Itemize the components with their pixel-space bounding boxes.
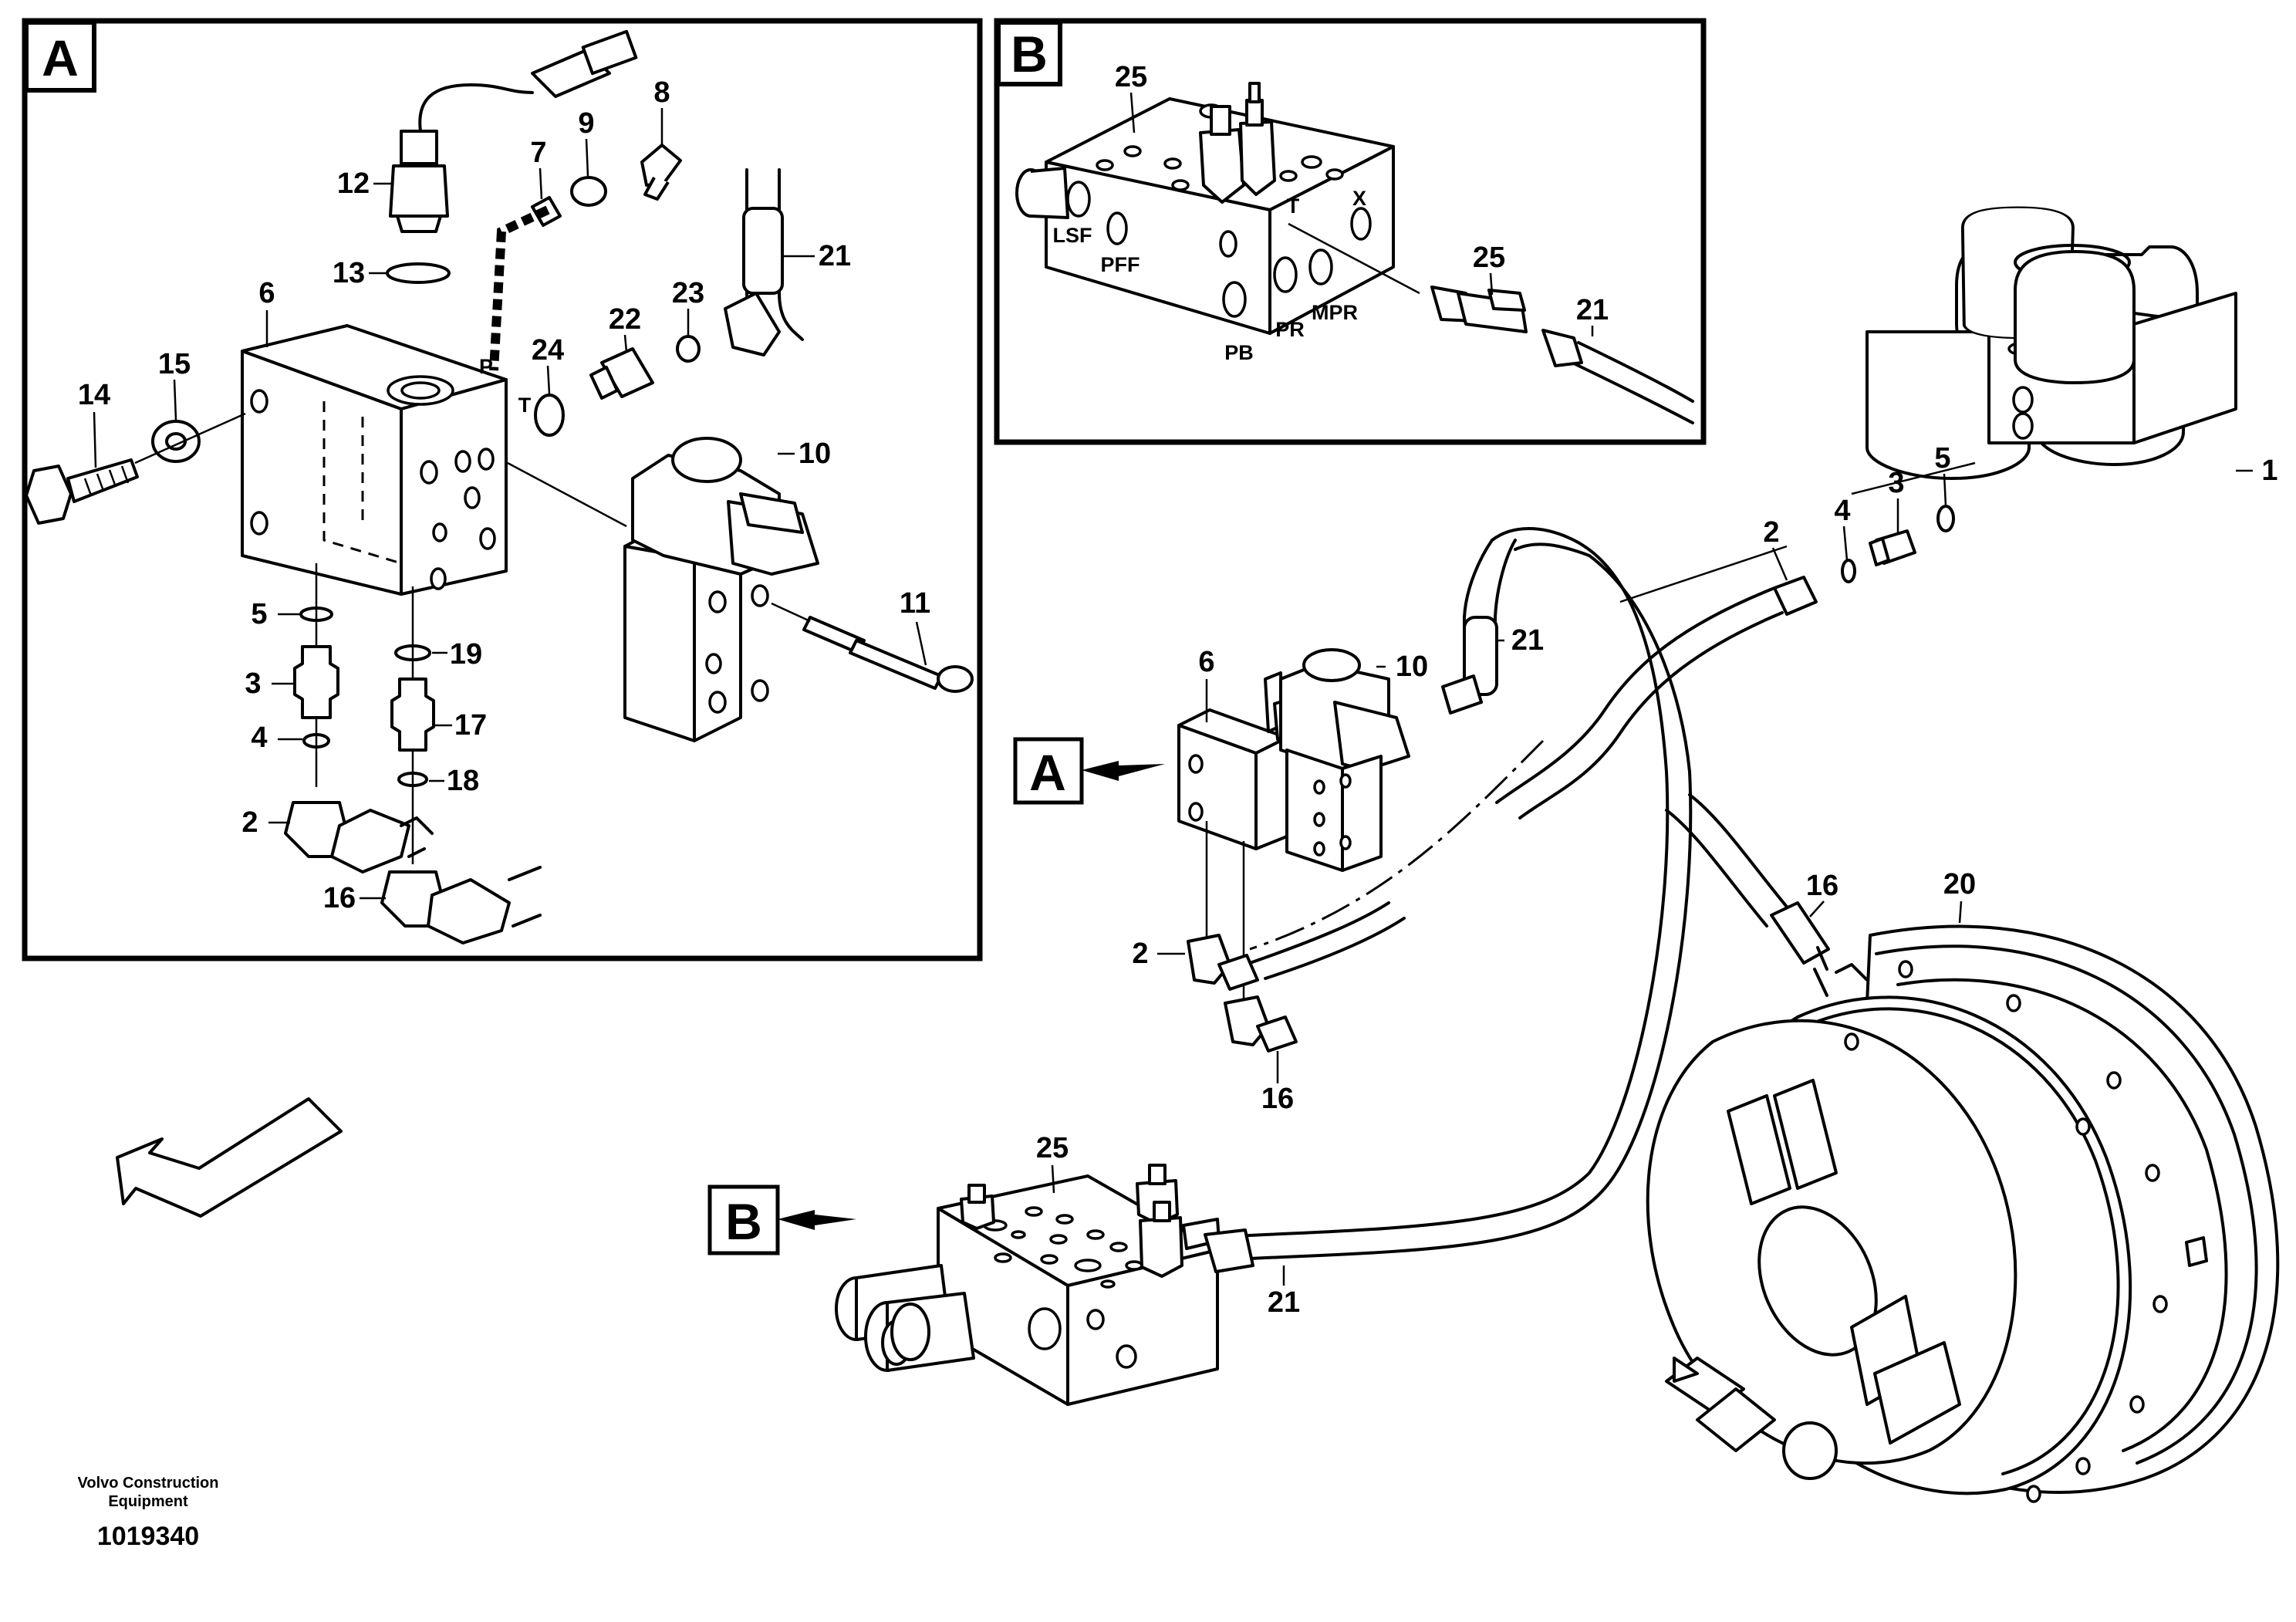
inset-b: B [994,18,1707,445]
callout-main-16-right: 16 [1806,870,1838,902]
o-ring-13 [386,262,451,284]
tee-25 [1430,286,1528,333]
port-b-pr: PR [1275,318,1305,341]
solenoid-10-main [1279,648,1410,872]
callout-a-23: 23 [672,277,704,309]
adapter-17 [390,678,435,752]
callout-a-8: 8 [653,76,670,109]
callout-a-5: 5 [251,598,267,630]
port-b-mpr: MPR [1312,301,1358,324]
company-name-line2: Equipment [108,1493,188,1510]
port-b-lsf: LSF [1053,224,1092,247]
callout-a-6: 6 [258,277,275,309]
o-ring-4-main [1841,559,1856,583]
callout-b-25-tee: 25 [1473,242,1505,274]
hose-21-b [1541,329,1694,424]
hose-21-main-b [1204,1228,1254,1273]
inset-a: A [22,18,983,961]
callout-b-25-block: 25 [1115,61,1147,93]
callout-a-3: 3 [245,667,261,700]
callout-main-20: 20 [1943,868,1976,901]
callout-a-21: 21 [819,240,851,272]
callout-main-25: 25 [1036,1132,1069,1164]
callout-a-17: 17 [454,709,487,742]
valve-block-6-main [1177,671,1292,850]
valve-block-25-detail [1015,82,1395,335]
callout-main-4: 4 [1834,495,1850,527]
fitting-5 [1936,505,1955,532]
ref-b-label: B [725,1193,762,1250]
main-assembly: A B [707,206,2280,1503]
ref-box-b: B [707,1184,856,1255]
ref-a-label: A [1029,744,1066,801]
hose-21-a [724,168,804,357]
callout-a-7: 7 [530,137,546,169]
callout-a-10: 10 [799,438,831,470]
callout-main-10: 10 [1396,650,1428,683]
fitting-16-main-right [1770,901,1830,971]
adapter-3-main [1869,529,1916,566]
callout-a-13: 13 [333,257,365,289]
callout-a-19: 19 [450,638,482,671]
inset-a-label: A [42,29,79,86]
callout-a-11: 11 [900,587,930,620]
port-b-t: T [1287,194,1300,218]
elbow-2-main-lower [1187,934,1259,991]
callout-main-6: 6 [1198,646,1214,678]
direction-arrow-icon [116,1097,343,1218]
callout-a-24: 24 [532,334,564,367]
hose-21-main-end [1441,616,1498,715]
callout-a-15: 15 [158,348,191,380]
port-a-t: T [518,394,532,417]
valve-block-6 [241,324,508,596]
hydraulic-motor-20 [1646,924,2280,1503]
callout-a-4: 4 [251,721,267,754]
callout-main-21-bottom: 21 [1268,1286,1300,1319]
port-b-pff: PFF [1101,253,1140,276]
callout-main-16-lower: 16 [1261,1083,1294,1115]
callout-main-2-lower: 2 [1132,938,1148,970]
accumulator-1 [1866,206,2237,480]
adapter-22 [589,347,654,400]
screw-11 [802,616,974,693]
elbow-16 [380,866,542,944]
port-b-x: X [1352,187,1366,210]
port-a-p: P [479,355,493,378]
elbow-16-main-lower [1224,995,1298,1053]
elbow-2 [284,801,434,874]
callout-a-18: 18 [447,765,479,797]
inset-b-label: B [1011,25,1048,83]
solenoid-10 [623,437,819,742]
callout-a-2: 2 [241,806,258,839]
port-b-pb: PB [1224,341,1254,364]
callout-a-9: 9 [578,107,594,140]
callout-main-5: 5 [1934,442,1950,475]
callout-a-16: 16 [323,882,356,914]
document-number: 1019340 [97,1522,199,1551]
bolt-14 [25,420,201,525]
elbow-2-main [1773,576,1818,616]
callout-b-21: 21 [1576,294,1609,326]
callout-main-1: 1 [2261,454,2277,487]
callout-main-3: 3 [1888,467,1904,499]
callout-a-22: 22 [609,303,641,336]
o-ring-24 [534,394,565,437]
pressure-sensor [389,29,638,233]
adapter-3 [293,645,339,719]
o-ring-23 [676,335,701,363]
callout-main-2: 2 [1763,516,1779,549]
ref-box-a: A [1013,737,1165,805]
callout-a-12: 12 [337,167,370,200]
callout-a-14: 14 [78,379,110,411]
plug-parts [531,144,682,227]
valve-block-25-main [835,1164,1221,1406]
company-name-line1: Volvo Construction [78,1475,219,1492]
callout-main-21-top: 21 [1511,624,1544,657]
footer: Volvo Construction Equipment 1019340 [78,1475,219,1551]
